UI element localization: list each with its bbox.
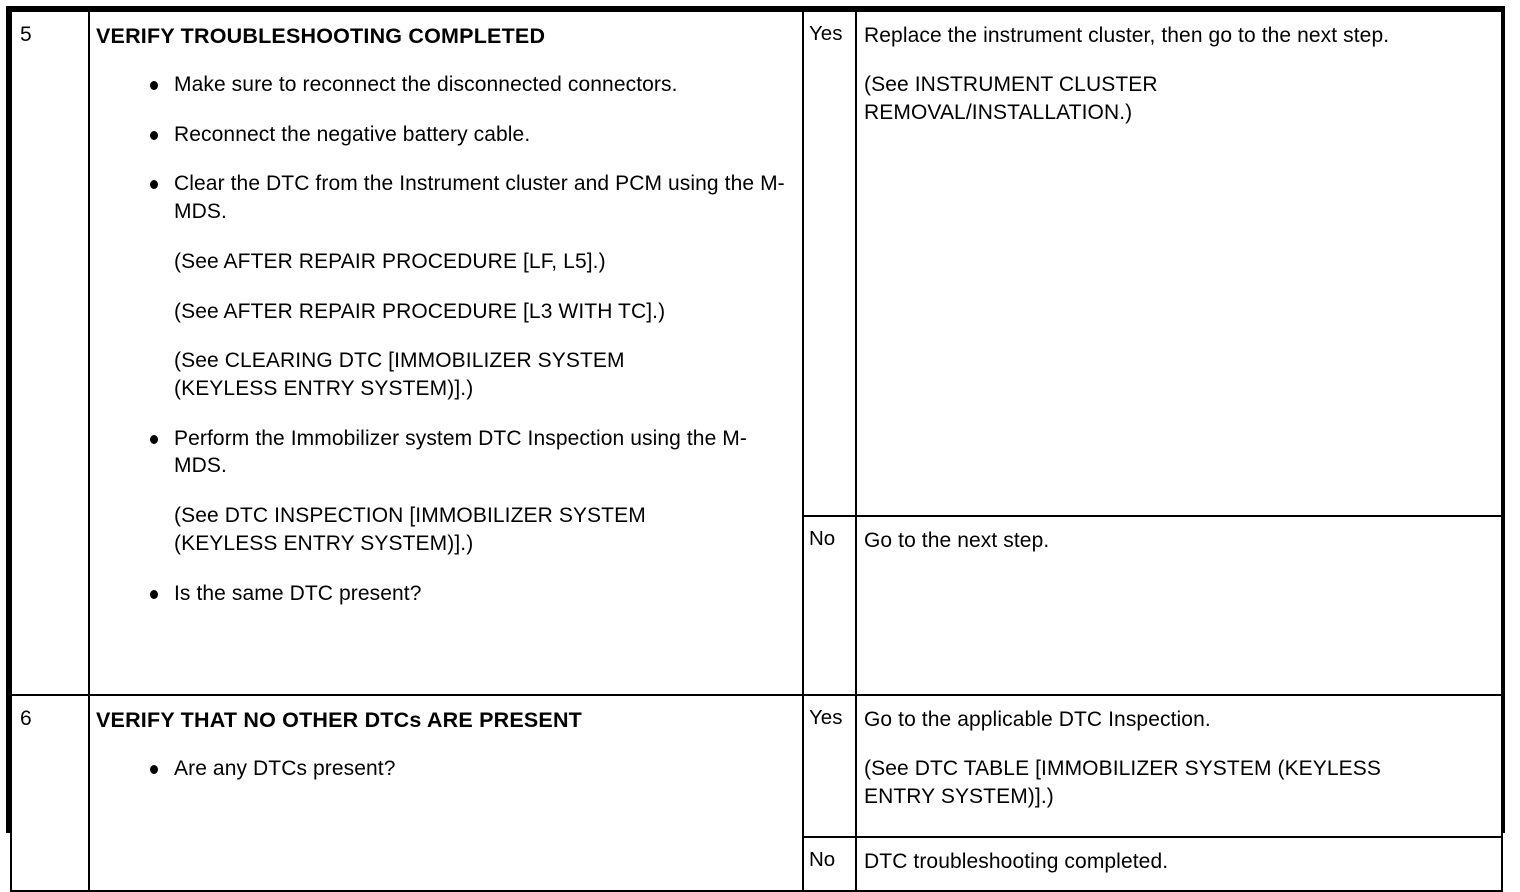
reference-note-line: (See CLEARING DTC [IMMOBILIZER SYSTEM bbox=[174, 349, 625, 373]
action-cell-no-step-6: DTC troubleshooting completed. bbox=[855, 836, 1503, 892]
reference-note-line: (See INSTRUMENT CLUSTER bbox=[864, 73, 1158, 97]
reference-note-line: ENTRY SYSTEM)].) bbox=[864, 784, 1054, 808]
step-number-6: 6 bbox=[10, 694, 90, 892]
reference-note: (See AFTER REPAIR PROCEDURE [LF, L5].) bbox=[174, 249, 606, 273]
page-canvas: 5 VERIFY TROUBLESHOOTING COMPLETED Make … bbox=[6, 6, 1505, 892]
action-cell-yes-step-6: Go to the applicable DTC Inspection. (Se… bbox=[855, 694, 1503, 838]
reference-note-line: (KEYLESS ENTRY SYSTEM)].) bbox=[174, 531, 474, 555]
table-row-step-5-no: No Go to the next step. bbox=[11, 515, 1503, 696]
list-item-text: Perform the Immobilizer system DTC Inspe… bbox=[174, 426, 747, 478]
bullet-dot-icon bbox=[150, 764, 158, 774]
step-5-bullet-list: Make sure to reconnect the disconnected … bbox=[96, 71, 792, 607]
result-label-yes-step-5: Yes bbox=[802, 10, 857, 517]
troubleshooting-table-grid: 5 VERIFY TROUBLESHOOTING COMPLETED Make … bbox=[10, 10, 1503, 892]
action-text: DTC troubleshooting completed. bbox=[864, 850, 1169, 873]
result-label-no-step-6: No bbox=[802, 836, 857, 892]
action-cell-no-step-5: Go to the next step. bbox=[855, 515, 1503, 696]
bullet-dot-icon bbox=[150, 130, 158, 140]
reference-note: (See DTC INSPECTION [IMMOBILIZER SYSTEM … bbox=[96, 502, 792, 557]
action-text: Go to the next step. bbox=[864, 529, 1050, 552]
table-row-step-5: 5 VERIFY TROUBLESHOOTING COMPLETED Make … bbox=[10, 10, 1503, 696]
list-item: Reconnect the negative battery cable. bbox=[96, 121, 792, 149]
bullet-dot-icon bbox=[150, 80, 158, 90]
result-label-no-step-5: No bbox=[802, 515, 857, 696]
reference-note-line: (See DTC INSPECTION [IMMOBILIZER SYSTEM bbox=[174, 504, 646, 528]
list-item-text: Is the same DTC present? bbox=[174, 581, 422, 605]
reference-note-line: (See DTC TABLE [IMMOBILIZER SYSTEM (KEYL… bbox=[864, 757, 1381, 781]
step-6-bullet-list: Are any DTCs present? bbox=[96, 755, 792, 783]
reference-note: (See DTC TABLE [IMMOBILIZER SYSTEM (KEYL… bbox=[864, 755, 1493, 810]
reference-note-line: (KEYLESS ENTRY SYSTEM)].) bbox=[174, 376, 474, 400]
troubleshooting-table: 5 VERIFY TROUBLESHOOTING COMPLETED Make … bbox=[6, 6, 1505, 892]
list-item: Make sure to reconnect the disconnected … bbox=[96, 71, 792, 99]
reference-note-line: REMOVAL/INSTALLATION.) bbox=[864, 100, 1133, 124]
action-cell-yes-step-5: Replace the instrument cluster, then go … bbox=[855, 10, 1503, 517]
reference-note: (See CLEARING DTC [IMMOBILIZER SYSTEM (K… bbox=[96, 347, 792, 402]
bullet-dot-icon bbox=[150, 434, 158, 444]
action-text: Go to the applicable DTC Inspection. bbox=[864, 708, 1211, 731]
list-item: Is the same DTC present? bbox=[96, 580, 792, 608]
bullet-dot-icon bbox=[150, 180, 158, 190]
action-text: Replace the instrument cluster, then go … bbox=[864, 24, 1390, 47]
step-number-5: 5 bbox=[10, 10, 90, 696]
result-label-yes-step-6: Yes bbox=[802, 694, 857, 838]
list-item-text: Reconnect the negative battery cable. bbox=[174, 122, 531, 146]
reference-note: (See AFTER REPAIR PROCEDURE [L3 WITH TC]… bbox=[174, 299, 666, 323]
list-item: Perform the Immobilizer system DTC Inspe… bbox=[96, 425, 792, 480]
table-row-step-6: 6 VERIFY THAT NO OTHER DTCs ARE PRESENT … bbox=[10, 694, 1503, 892]
list-item: Are any DTCs present? bbox=[96, 755, 792, 783]
reference-note: (See INSTRUMENT CLUSTER REMOVAL/INSTALLA… bbox=[864, 71, 1493, 126]
list-item-text: Clear the DTC from the Instrument cluste… bbox=[174, 172, 785, 224]
list-item-text: Make sure to reconnect the disconnected … bbox=[174, 72, 678, 96]
step-5-title: VERIFY TROUBLESHOOTING COMPLETED bbox=[96, 24, 546, 48]
step-6-inspection-cell: VERIFY THAT NO OTHER DTCs ARE PRESENT Ar… bbox=[88, 694, 804, 892]
list-item: Clear the DTC from the Instrument cluste… bbox=[96, 170, 792, 225]
bullet-dot-icon bbox=[150, 589, 158, 599]
step-5-inspection-cell: VERIFY TROUBLESHOOTING COMPLETED Make su… bbox=[88, 10, 804, 696]
list-item-text: Are any DTCs present? bbox=[174, 756, 396, 780]
step-6-title: VERIFY THAT NO OTHER DTCs ARE PRESENT bbox=[96, 708, 583, 732]
